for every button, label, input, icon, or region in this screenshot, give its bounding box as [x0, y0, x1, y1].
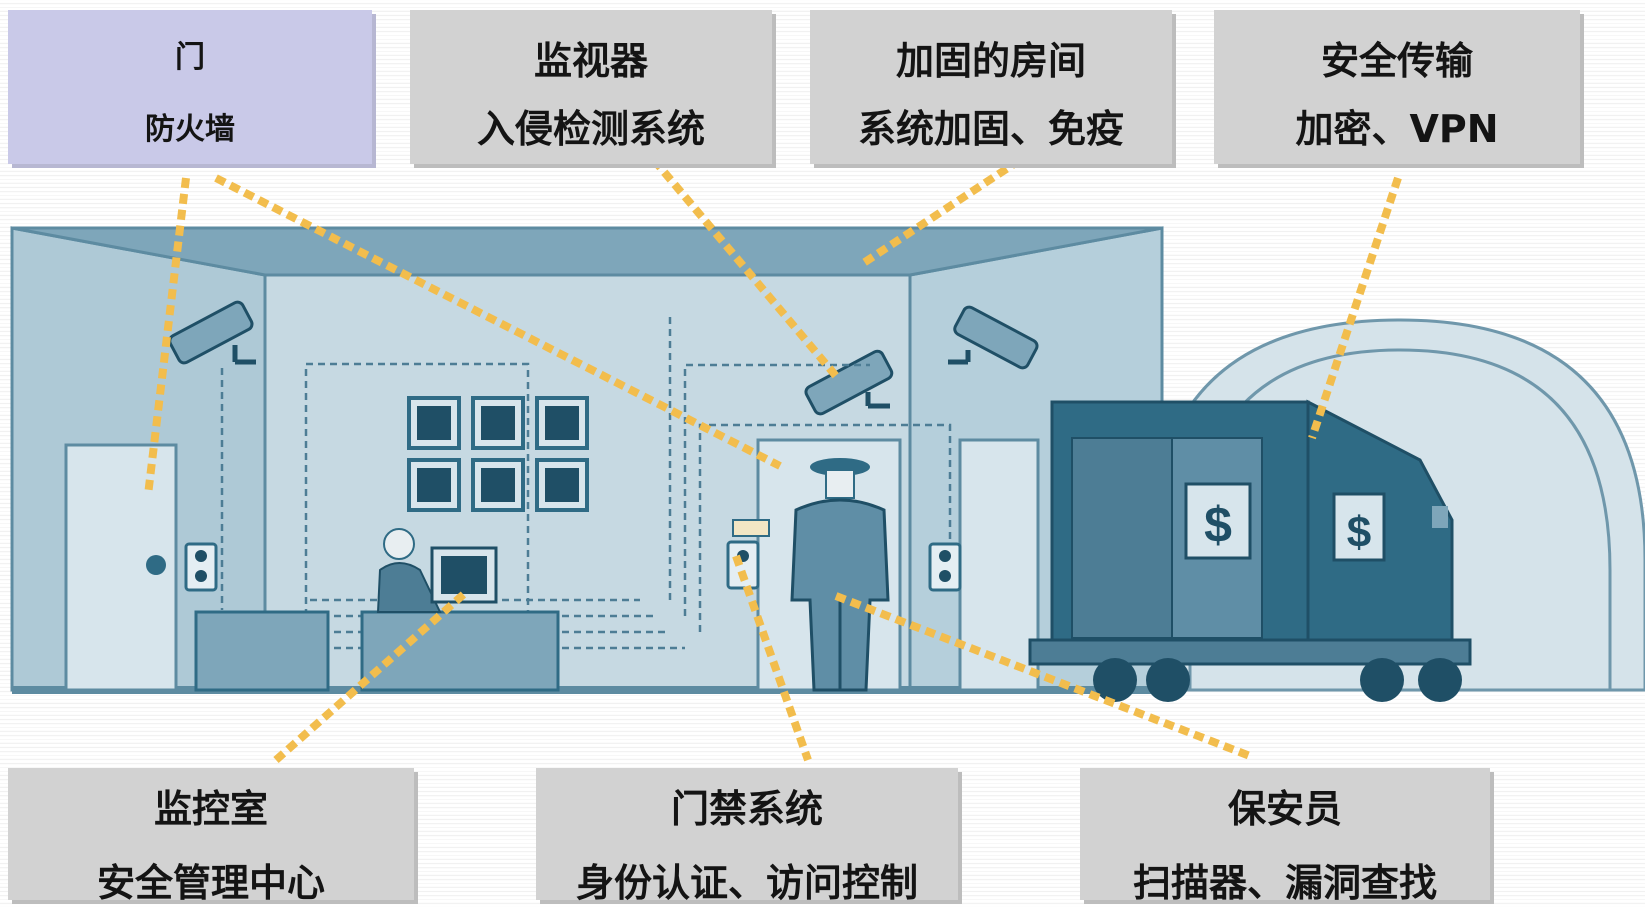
leader-line-firewall — [214, 174, 782, 470]
label-monitor-ids: 监视器 入侵检测系统 — [410, 10, 772, 164]
camera-right — [948, 305, 1039, 370]
left-card-reader-light — [195, 550, 207, 562]
label-access-control-title: 门禁系统 — [670, 787, 823, 831]
label-control-room: 监控室 安全管理中心 — [8, 768, 414, 905]
right-card-reader-light — [939, 550, 951, 562]
camera-left — [168, 300, 256, 365]
building-ceiling — [11, 226, 1163, 277]
right-card-reader-light — [939, 570, 951, 582]
label-door-subtitle: 防火墙 — [145, 112, 235, 147]
monitor-wall — [407, 396, 589, 512]
card-reader-center — [726, 519, 770, 590]
label-guard-title: 保安员 — [1227, 787, 1342, 831]
label-access-control-subtitle: 身份认证、访问控制 — [575, 861, 918, 905]
label-monitor-title: 监视器 — [533, 39, 648, 83]
label-guard-subtitle: 扫描器、漏洞查找 — [1132, 861, 1437, 905]
leader-line-guard — [834, 592, 1252, 760]
label-guard: 保安员 扫描器、漏洞查找 — [1080, 768, 1490, 905]
leader-line-control-room — [273, 591, 467, 763]
label-control-room-title: 监控室 — [153, 787, 268, 831]
label-hardened-room: 加固的房间 系统加固、免疫 — [810, 10, 1172, 164]
label-secure-transport-subtitle: 加密、VPN — [1295, 107, 1499, 151]
armored-truck: $ $ — [1028, 399, 1472, 702]
label-door-firewall: 门 防火墙 — [8, 10, 372, 164]
left-door-knob — [146, 555, 166, 575]
leader-line-transport — [1308, 176, 1402, 440]
leader-lines — [144, 156, 1402, 763]
label-hardened-room-title: 加固的房间 — [895, 39, 1086, 83]
left-door — [64, 443, 178, 692]
label-access-control: 门禁系统 身份认证、访问控制 — [536, 768, 958, 905]
right-card-reader — [928, 542, 962, 592]
building-floor — [12, 686, 1162, 694]
left-card-reader — [184, 542, 218, 592]
truck-sign-left: $ — [1204, 497, 1232, 553]
label-door-title: 门 — [175, 40, 205, 75]
label-secure-transport-title: 安全传输 — [1320, 39, 1473, 83]
label-hardened-room-subtitle: 系统加固、免疫 — [857, 107, 1124, 151]
label-secure-transport: 安全传输 加密、VPN — [1214, 10, 1580, 164]
leader-line-door — [144, 177, 190, 496]
leader-line-access-control — [732, 554, 812, 762]
truck-sign-right: $ — [1347, 508, 1371, 557]
label-control-room-subtitle: 安全管理中心 — [96, 861, 325, 905]
label-monitor-subtitle: 入侵检测系统 — [476, 107, 705, 151]
camera-center — [804, 349, 894, 416]
left-card-reader-light — [195, 570, 207, 582]
